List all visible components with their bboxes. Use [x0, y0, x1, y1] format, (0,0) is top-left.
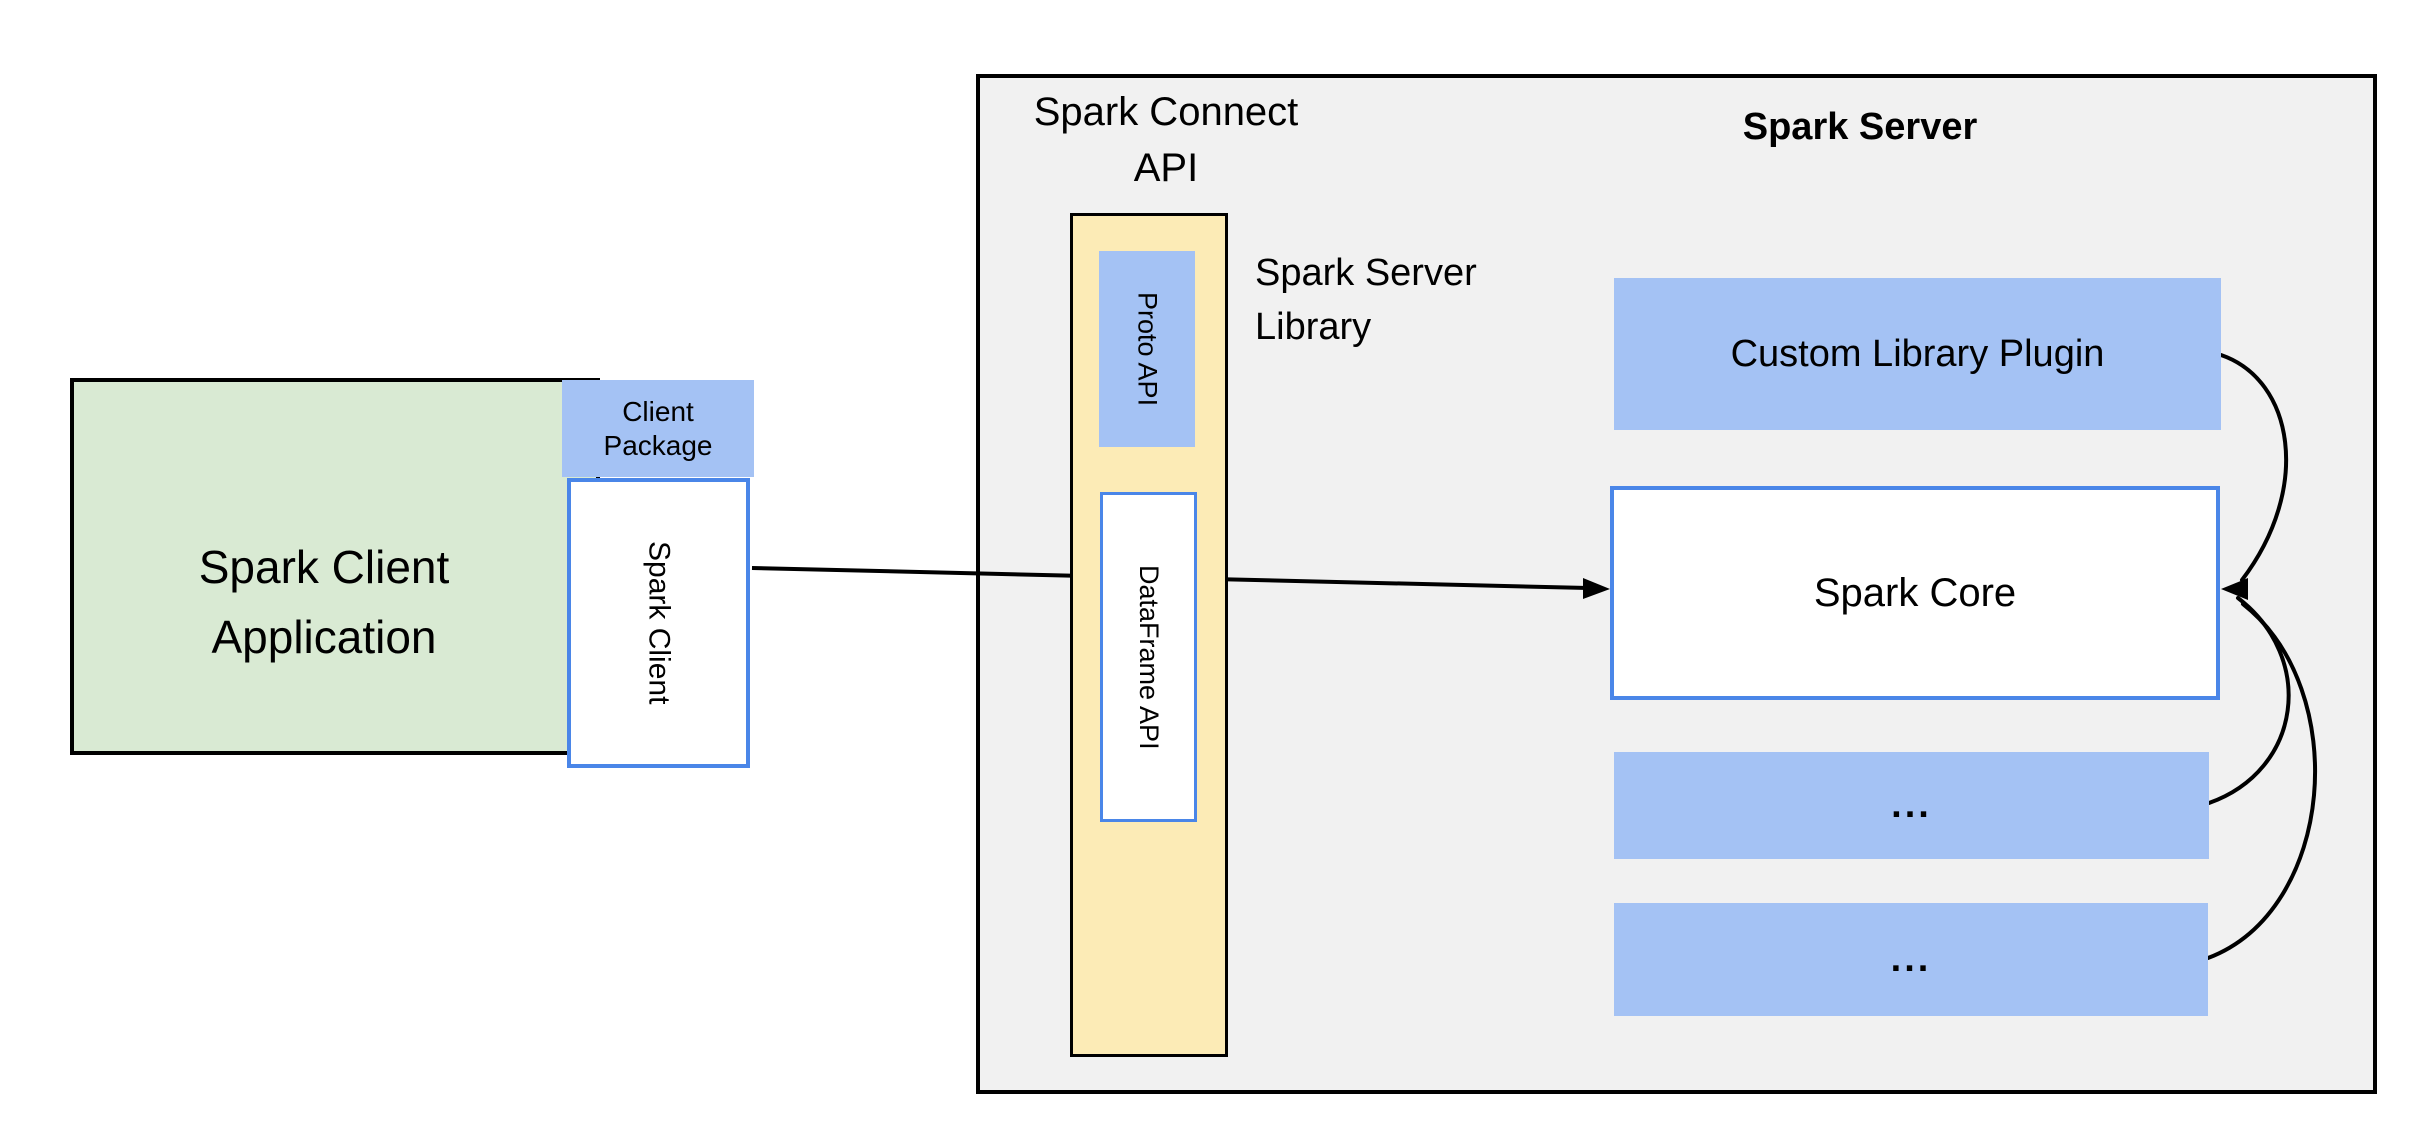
curves-to-core-arrowhead: [2221, 578, 2248, 600]
client-package-box: Client Package: [562, 380, 754, 477]
plugin-ellipsis-box-1: ...: [1614, 752, 2209, 859]
curve-plugin-to-core: [2219, 353, 2289, 582]
dataframe-api-box: DataFrame API: [1100, 492, 1197, 822]
curve-ellipsis1-to-core: [2207, 596, 2291, 805]
proto-api-box: Proto API: [1099, 251, 1195, 447]
client-package-label-line1: Client: [622, 395, 694, 427]
curve-ellipsis2-to-core: [2206, 602, 2318, 960]
spark-connect-api-title: Spark Connect API: [998, 84, 1334, 196]
dataframe-api-label: DataFrame API: [1134, 564, 1164, 750]
arrow-client-to-core-head: [1583, 578, 1610, 599]
spark-core-box: Spark Core: [1610, 486, 2220, 700]
spark-connect-api-title-line1: Spark Connect: [1033, 90, 1299, 134]
spark-connect-api-title-line2: API: [1133, 146, 1199, 190]
spark-server-library-label-line1: Spark Server: [1255, 252, 1477, 294]
spark-server-title: Spark Server: [1742, 106, 1978, 148]
spark-client-label: Spark Client: [642, 541, 676, 705]
proto-api-label: Proto API: [1132, 291, 1163, 407]
spark-client-application-box: Spark Client Application: [70, 378, 600, 755]
spark-client-box: Spark Client: [567, 478, 750, 768]
spark-client-application-label: Spark Client Application: [84, 532, 564, 672]
client-package-label-line2: Package: [603, 429, 713, 461]
spark-server-library-label-line2: Library: [1255, 306, 1372, 348]
spark-client-application-label-line1: Spark Client: [198, 541, 450, 593]
spark-client-application-label-line2: Application: [211, 611, 437, 663]
plugin-ellipsis-box-2: ...: [1614, 903, 2208, 1016]
spark-server-library-label: Spark Server Library: [1255, 246, 1585, 354]
custom-library-plugin-box: Custom Library Plugin: [1614, 278, 2221, 430]
